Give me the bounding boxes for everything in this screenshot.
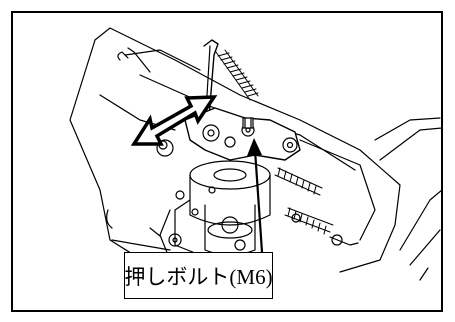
push-bolt [242,117,254,129]
chassis-outline [94,27,401,273]
hub-body [189,174,271,226]
figure-frame [11,11,443,312]
right-panel [374,117,441,141]
movement-double-arrow [130,95,218,146]
bracket [184,107,301,161]
pointer-arrow [247,138,264,253]
callout-label: 押しボルト(M6) [124,252,273,299]
chassis-left-edge [69,39,151,266]
lower-spring [274,167,323,196]
upper-spring [215,49,259,101]
